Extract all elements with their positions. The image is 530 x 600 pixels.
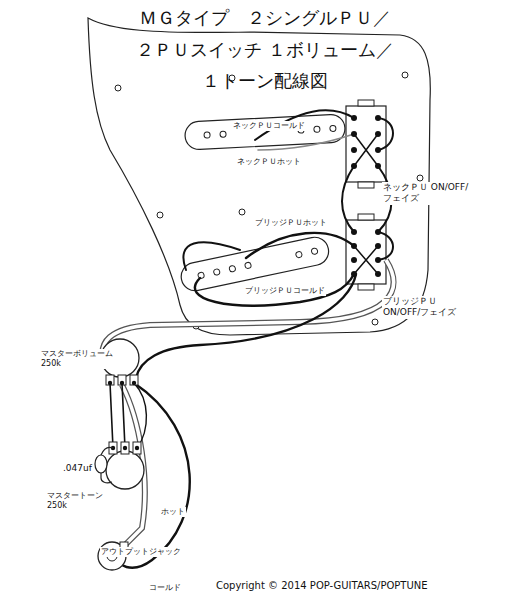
part-label: マスタートーン 250k [46, 491, 114, 511]
part-label: .047uf [62, 463, 93, 474]
part-label: ホット [160, 507, 186, 517]
part-label: ネックＰＵ ON/OFF/フェイズ [382, 182, 474, 205]
part-label: ブリッジＰＵコールド [244, 286, 326, 296]
part-label: コールド [148, 583, 182, 593]
part-label: ブリッジＰＵ ON/OFF/フェイズ [382, 296, 474, 319]
neck-pickup [184, 114, 345, 150]
copyright-note: Copyright © 2014 POP-GUITARS/POPTUNE [215, 580, 429, 593]
switch-terminals [351, 115, 381, 277]
part-label: アウトプットジャック [100, 547, 182, 557]
wires [110, 110, 393, 567]
diagram-title: ＭＧタイプ ２シングルＰＵ／２ＰＵスイッチ １ボリューム／１トーン配線図 [90, 2, 440, 97]
pickguard [88, 18, 430, 335]
screw-holes [115, 72, 423, 329]
shielded-cable [103, 260, 394, 546]
part-label: ネックＰＵコールド [232, 121, 306, 131]
part-label: マスターボリューム 250k [40, 349, 124, 369]
part-label: ブリッジＰＵホット [254, 218, 328, 228]
capacitor [95, 447, 113, 483]
bridge-pickup [179, 235, 332, 294]
neck-switch [346, 100, 386, 188]
part-label: ネックＰＵホット [236, 157, 302, 167]
